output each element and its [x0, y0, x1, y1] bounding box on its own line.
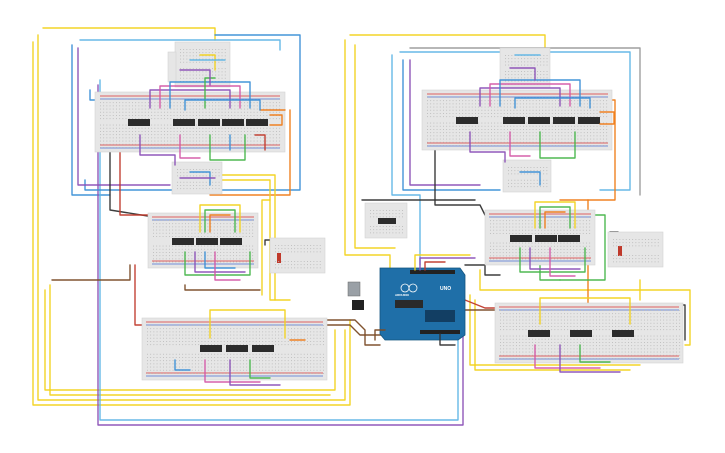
ic-chip — [222, 119, 244, 126]
microcontroller-chip-icon — [395, 300, 423, 308]
ic-chip — [246, 119, 268, 126]
ic-chip — [578, 117, 600, 124]
led-red-icon — [277, 253, 281, 263]
ic-chip — [173, 119, 195, 126]
ic-chip — [172, 238, 194, 245]
breadboard-left-top-small — [167, 41, 231, 88]
ic-chip — [528, 330, 550, 337]
ic-chip — [553, 117, 575, 124]
ic-chip — [558, 235, 580, 242]
chips — [128, 117, 634, 352]
uno-label: UNO — [440, 286, 451, 292]
board-circuitry — [425, 310, 455, 322]
led-red-icon — [618, 246, 622, 256]
ic-chip — [510, 235, 532, 242]
ic-chip — [570, 330, 592, 337]
ic-chip — [535, 235, 557, 242]
ic-chip — [196, 238, 218, 245]
right-outer-wires — [344, 34, 691, 371]
ic-chip — [612, 330, 634, 337]
arduino-uno-board[interactable]: UNO ARDUINO — [347, 254, 476, 346]
power-jack-icon — [352, 300, 364, 310]
ic-chip — [226, 345, 248, 352]
ic-chip — [252, 345, 274, 352]
digital-header — [410, 270, 455, 274]
ic-chip — [220, 238, 242, 245]
breadboard-right-bottom-small — [502, 159, 552, 193]
arduino-brand-label: ARDUINO — [395, 293, 410, 297]
ic-chip — [456, 117, 478, 124]
ic-chip — [503, 117, 525, 124]
local-wires — [139, 54, 631, 386]
ic-chip — [200, 345, 222, 352]
usb-port-icon — [347, 281, 361, 297]
ic-chip — [198, 119, 220, 126]
breadboard-right-led — [607, 231, 664, 268]
ic-chip — [528, 117, 550, 124]
ic-chip — [128, 119, 150, 126]
analog-header — [420, 330, 460, 334]
breadboard-left-led — [269, 237, 326, 274]
ic-chip — [378, 218, 396, 224]
